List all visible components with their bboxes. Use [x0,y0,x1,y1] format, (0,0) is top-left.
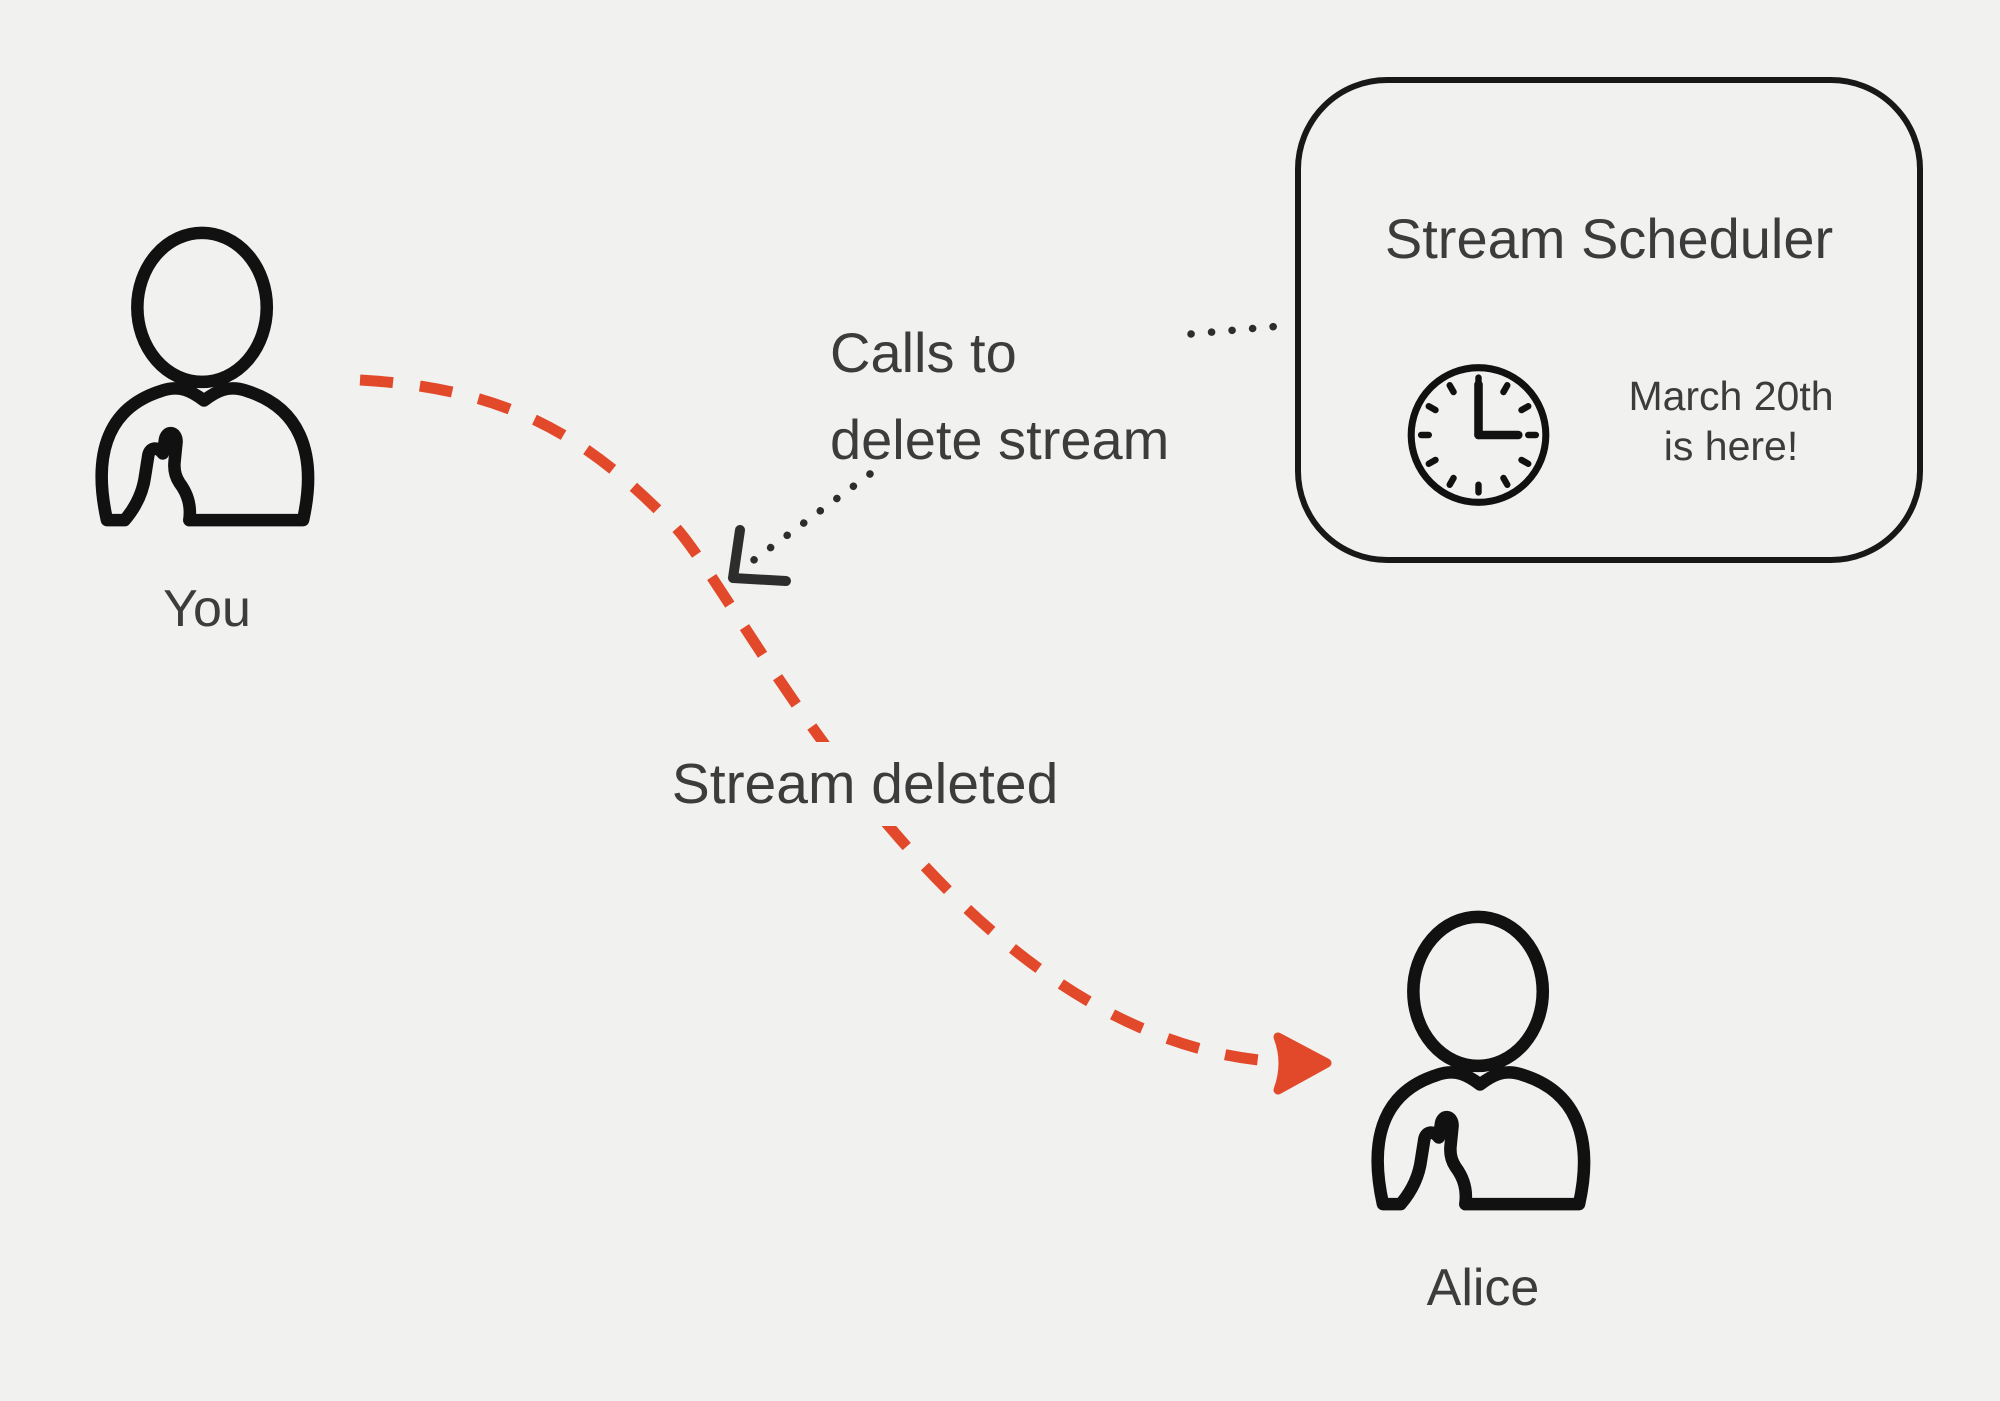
person-icon [1362,910,1600,1212]
scheduler-title: Stream Scheduler [1384,207,1834,270]
stream-deleted-label: Stream deleted [645,742,1085,826]
scheduler-note-line1: March 20th [1628,373,1834,419]
stream-scheduler-box: Stream Scheduler [1295,77,1923,563]
annotation-arrow-dotted [735,470,874,575]
call-annotation-line1: Calls to [830,321,1017,384]
scheduler-note-line2: is here! [1663,423,1799,469]
actor-label-alice: Alice [1426,1259,1540,1317]
call-annotation: Calls to delete stream [830,309,1169,483]
actor-label-you: You [163,580,251,638]
person-icon [86,226,324,528]
scheduler-note: March 20th is here! [1581,371,1881,471]
call-annotation-line2: delete stream [830,408,1170,471]
annotation-connector-dotted [1187,321,1296,338]
clock-icon [1407,364,1550,506]
annotation-arrowhead-icon [728,525,791,586]
